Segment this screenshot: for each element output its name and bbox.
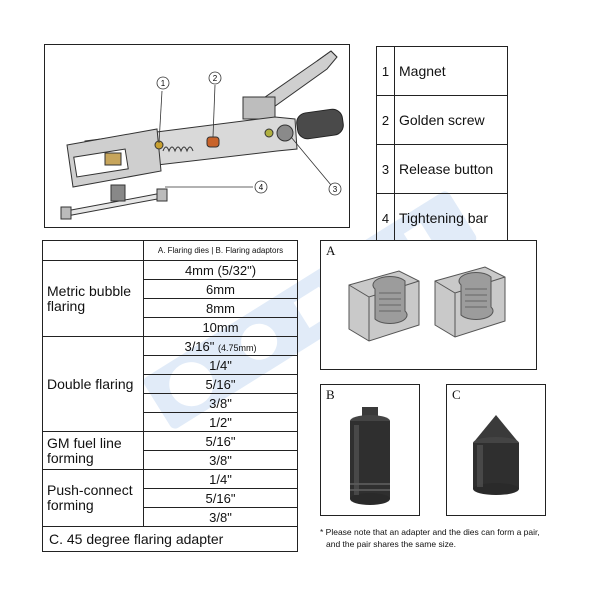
size-cell: 4mm (5/32") [143, 260, 298, 280]
legend-number: 1 [376, 46, 395, 96]
panel-45-degree-adapter: C [446, 384, 546, 516]
size-cell: 1/4" [143, 355, 298, 375]
category-push-connect: Push-connect forming [42, 469, 144, 527]
table-row: Push-connect forming 1/4" [42, 469, 298, 527]
size-cell: 8mm [143, 298, 298, 318]
size-cell: 3/8" [143, 450, 298, 470]
callout-2: 2 [208, 71, 222, 85]
size-cell: 1/2" [143, 412, 298, 432]
parts-legend: 1 Magnet 2 Golden screw 3 Release button… [376, 46, 508, 243]
legend-label: Golden screw [394, 95, 508, 145]
callout-3: 3 [328, 182, 342, 196]
header-blank [42, 240, 144, 261]
pairing-note: * Please note that an adapter and the di… [320, 526, 590, 550]
size-cell: 1/4" [143, 469, 298, 489]
size-table: A. Flaring dies | B. Flaring adaptors Me… [42, 240, 298, 552]
table-row: 5/16" [43, 488, 298, 508]
callout-4: 4 [254, 180, 268, 194]
legend-label: Magnet [394, 46, 508, 96]
panel-letter-a: A [326, 243, 336, 258]
panel-flaring-dies: A [320, 240, 537, 370]
legend-row: 1 Magnet [376, 46, 508, 96]
svg-text:2: 2 [213, 74, 218, 83]
panel-flaring-adapter: B [320, 384, 420, 516]
legend-row: 3 Release button [376, 144, 508, 194]
flaring-adapter-illustration [350, 407, 390, 505]
table-row: Double flaring 3/16" (4.75mm) [42, 336, 298, 432]
legend-number: 4 [376, 193, 395, 243]
size-cell: 3/8" [143, 393, 298, 413]
size-cell: 3/8" [143, 507, 298, 527]
size-cell: 3/16" (4.75mm) [143, 336, 298, 356]
table-row: GM fuel line forming 5/16" [42, 431, 298, 470]
svg-text:3: 3 [333, 185, 338, 194]
note-line-1: * Please note that an adapter and the di… [320, 527, 540, 537]
panel-letter-c: C [452, 387, 461, 402]
category-metric-bubble: Metric bubble flaring [42, 260, 144, 337]
category-gm-fuel-line: GM fuel line forming [42, 431, 144, 470]
table-footer: C. 45 degree flaring adapter [42, 526, 298, 552]
table-row: Metric bubble flaring 4mm (5/32") [42, 260, 298, 337]
size-cell: 5/16" [143, 488, 298, 508]
size-cell: 5/16" [143, 431, 298, 451]
legend-row: 4 Tightening bar [376, 193, 508, 243]
svg-text:1: 1 [161, 79, 166, 88]
size-cell: 10mm [143, 317, 298, 337]
table-row: 5/16" [43, 374, 298, 394]
legend-number: 2 [376, 95, 395, 145]
size-cell: 5/16" [143, 374, 298, 394]
category-double-flaring: Double flaring [42, 336, 144, 432]
flaring-tool-illustration: 1 2 3 4 [60, 50, 344, 220]
legend-label: Release button [394, 144, 508, 194]
legend-row: 2 Golden screw [376, 95, 508, 145]
header-flaring-dies: A. Flaring dies | B. Flaring adaptors [143, 240, 298, 261]
callout-1: 1 [156, 76, 170, 90]
cone-adapter-illustration [473, 415, 519, 495]
size-cell: 6mm [143, 279, 298, 299]
legend-number: 3 [376, 144, 395, 194]
flaring-die-illustration [348, 266, 506, 342]
size-table-header: A. Flaring dies | B. Flaring adaptors [42, 240, 298, 261]
table-footer-row: C. 45 degree flaring adapter [42, 526, 298, 552]
legend-label: Tightening bar [394, 193, 508, 243]
svg-text:4: 4 [259, 183, 264, 192]
tool-diagram: 1 2 3 4 [44, 44, 350, 228]
panel-letter-b: B [326, 387, 335, 402]
note-line-2: and the pair shares the same size. [326, 539, 456, 549]
table-row: 10mm [43, 317, 298, 337]
table-row: 3/8" [43, 393, 298, 413]
